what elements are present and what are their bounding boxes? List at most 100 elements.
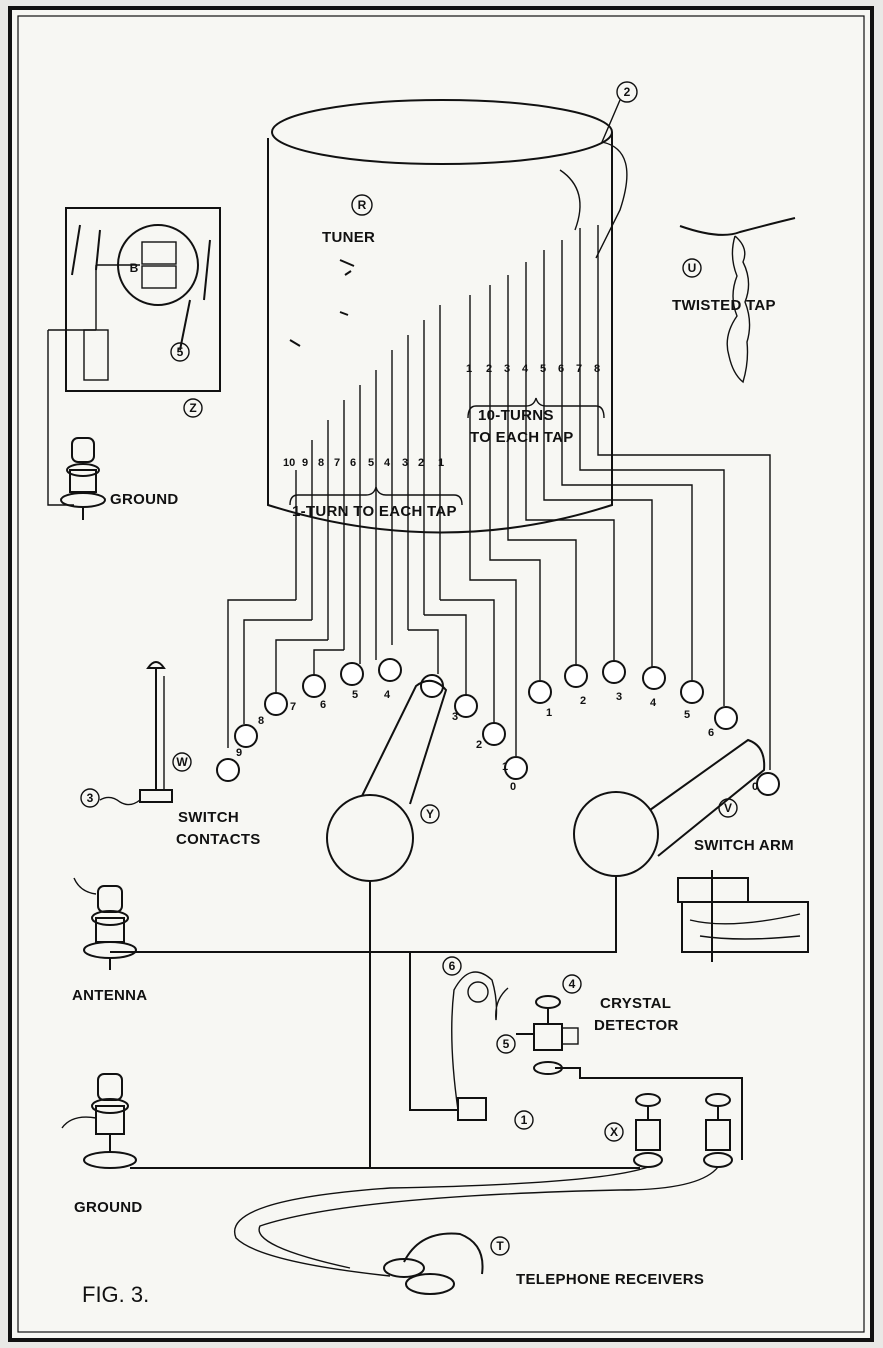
num6-letter: 6 bbox=[449, 959, 456, 973]
switch-contact bbox=[528, 680, 552, 704]
tuner-label: TUNER bbox=[322, 229, 375, 246]
twisted-tap-detail bbox=[679, 217, 796, 384]
ground-label-top: GROUND bbox=[110, 491, 178, 508]
tuner-coil bbox=[267, 99, 613, 534]
switch-arm-detail bbox=[677, 870, 809, 962]
tap-number: 6 bbox=[350, 457, 356, 469]
svg-text:0: 0 bbox=[510, 781, 516, 793]
svg-text:4: 4 bbox=[384, 689, 391, 701]
ground-post-top bbox=[60, 437, 106, 520]
inset-letter: Z bbox=[189, 401, 196, 415]
svg-text:6: 6 bbox=[320, 699, 326, 711]
switch-contact bbox=[302, 674, 326, 698]
tap-number: 2 bbox=[486, 363, 492, 375]
tap-number: 5 bbox=[540, 363, 546, 375]
switch-contacts-label-2: CONTACTS bbox=[176, 831, 261, 848]
svg-text:9: 9 bbox=[236, 747, 242, 759]
coil-loop bbox=[467, 981, 489, 1003]
switch-contact bbox=[420, 674, 444, 698]
ten-turn-brace bbox=[467, 397, 605, 419]
num4-letter: 4 bbox=[569, 977, 576, 991]
w-letter: W bbox=[176, 755, 188, 769]
tap-number: 4 bbox=[522, 363, 529, 375]
figure-caption: FIG. 3. bbox=[82, 1282, 149, 1307]
tap-number: 1 bbox=[438, 457, 444, 469]
switch-contact bbox=[642, 666, 666, 690]
switch-contact bbox=[340, 662, 364, 686]
tap-number: 1 bbox=[466, 363, 472, 375]
taps-right: 1 2 3 4 5 6 7 8 bbox=[466, 363, 600, 375]
tap-number: 8 bbox=[594, 363, 600, 375]
svg-text:3: 3 bbox=[452, 711, 458, 723]
tap-number: 3 bbox=[504, 363, 510, 375]
antenna-post bbox=[73, 877, 137, 970]
svg-text:5: 5 bbox=[684, 709, 690, 721]
crystal-detector bbox=[516, 995, 579, 1075]
switch-contact bbox=[714, 706, 738, 730]
switch-contact bbox=[504, 756, 528, 780]
switch-arm-label: SWITCH ARM bbox=[694, 837, 794, 854]
ground-post-bottom bbox=[61, 1073, 137, 1169]
crystal-label-1: CRYSTAL bbox=[600, 995, 671, 1012]
coil-tap-lines bbox=[295, 225, 599, 655]
twisted-tap-label: TWISTED TAP bbox=[672, 297, 776, 314]
svg-text:4: 4 bbox=[650, 697, 657, 709]
switch-contact bbox=[454, 694, 478, 718]
switch-contact bbox=[378, 658, 402, 682]
switch-contact bbox=[234, 724, 258, 748]
telephone-posts bbox=[633, 1093, 733, 1168]
contacts-left-numbers: 9 8 7 6 5 4 3 2 1 0 bbox=[236, 689, 516, 793]
switch-contact bbox=[756, 772, 780, 796]
svg-text:0: 0 bbox=[752, 781, 758, 793]
svg-text:2: 2 bbox=[476, 739, 482, 751]
tap-wiring bbox=[227, 440, 771, 770]
svg-text:8: 8 bbox=[258, 715, 264, 727]
svg-text:1: 1 bbox=[502, 761, 508, 773]
crystal-label-2: DETECTOR bbox=[594, 1017, 679, 1034]
svg-text:1: 1 bbox=[546, 707, 552, 719]
switch-contact bbox=[680, 680, 704, 704]
tap-number: 8 bbox=[318, 457, 324, 469]
y-letter: Y bbox=[426, 807, 434, 821]
tap-number: 7 bbox=[334, 457, 340, 469]
switch-contact bbox=[602, 660, 626, 684]
switch-contact-detail bbox=[99, 661, 173, 806]
tap-number: 3 bbox=[402, 457, 408, 469]
tap-number: 5 bbox=[368, 457, 374, 469]
tuner-letter: R bbox=[358, 198, 367, 212]
inset-sub-number: 5 bbox=[177, 345, 184, 359]
tap-number: 10 bbox=[283, 457, 295, 469]
tap-number: 7 bbox=[576, 363, 582, 375]
twisted-tap-letter: U bbox=[688, 261, 697, 275]
contacts-right bbox=[528, 660, 780, 796]
inset-detail bbox=[47, 207, 221, 506]
cat-whisker-wire bbox=[451, 971, 509, 1111]
three-letter: 3 bbox=[87, 791, 94, 805]
x-letter: X bbox=[610, 1125, 618, 1139]
switch-contact bbox=[264, 692, 288, 716]
num1-letter: 1 bbox=[521, 1113, 528, 1127]
tap-number: 4 bbox=[384, 457, 391, 469]
switch-contact bbox=[564, 664, 588, 688]
tap-number: 2 bbox=[418, 457, 424, 469]
one-turn-brace bbox=[289, 486, 463, 506]
ten-turns-label-2: TO EACH TAP bbox=[470, 429, 574, 446]
switch-contacts-label-1: SWITCH bbox=[178, 809, 239, 826]
taps-left: 10 9 8 7 6 5 4 3 2 1 bbox=[283, 457, 444, 469]
ground-label-bottom: GROUND bbox=[74, 1199, 142, 1216]
figure-border bbox=[8, 6, 874, 1342]
telephone-label: TELEPHONE RECEIVERS bbox=[516, 1271, 704, 1288]
v-letter: V bbox=[724, 801, 732, 815]
tap-number: 6 bbox=[558, 363, 564, 375]
t-letter: T bbox=[496, 1239, 504, 1253]
svg-text:2: 2 bbox=[580, 695, 586, 707]
ten-turns-label-1: 10-TURNS bbox=[478, 407, 554, 424]
svg-text:3: 3 bbox=[616, 691, 622, 703]
num5-letter: 5 bbox=[503, 1037, 510, 1051]
contacts-right-numbers: 1 2 3 4 5 6 0 bbox=[546, 691, 758, 793]
tuner-top-letter: 2 bbox=[624, 85, 631, 99]
tap-number: 9 bbox=[302, 457, 308, 469]
circuit-wiring bbox=[110, 876, 743, 1169]
inset-b-letter: B bbox=[130, 261, 139, 275]
